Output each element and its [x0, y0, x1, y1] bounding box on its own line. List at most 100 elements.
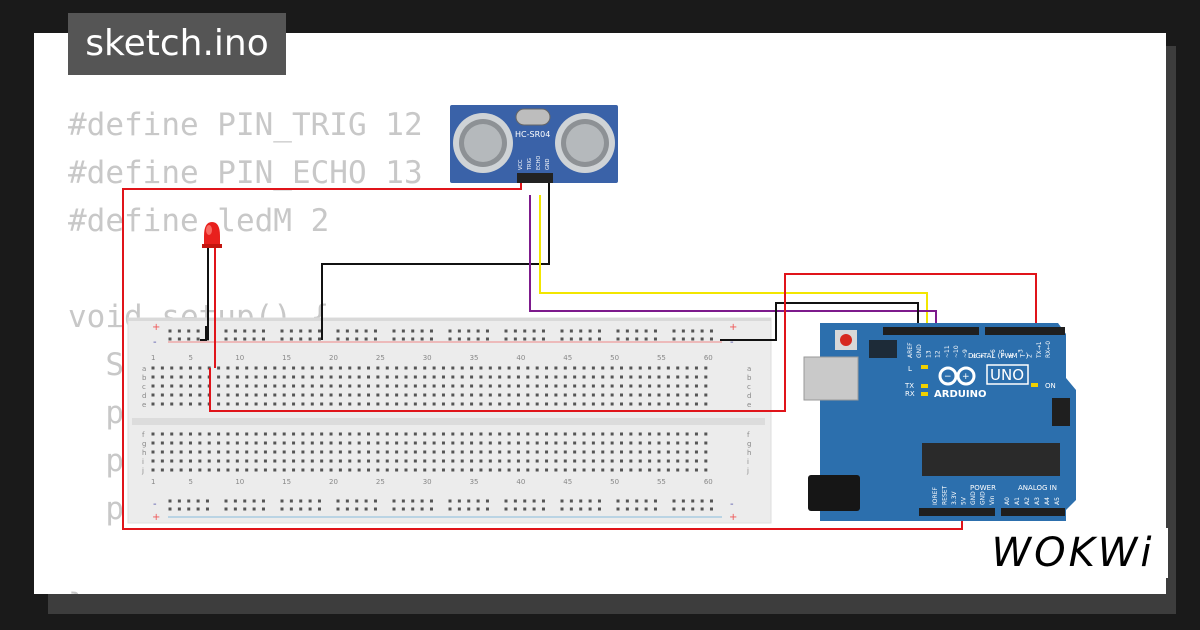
- breadboard-hole[interactable]: [526, 432, 530, 436]
- breadboard-hole[interactable]: [657, 384, 661, 388]
- breadboard-hole[interactable]: [282, 450, 286, 454]
- breadboard-hole[interactable]: [507, 432, 511, 436]
- rail-hole[interactable]: [541, 507, 545, 511]
- breadboard-hole[interactable]: [648, 375, 652, 379]
- breadboard-hole[interactable]: [451, 384, 455, 388]
- breadboard-hole[interactable]: [526, 441, 530, 445]
- breadboard-hole[interactable]: [207, 459, 211, 463]
- breadboard-hole[interactable]: [301, 468, 305, 472]
- breadboard-hole[interactable]: [376, 384, 380, 388]
- breadboard-hole[interactable]: [507, 384, 511, 388]
- breadboard-hole[interactable]: [179, 402, 183, 406]
- breadboard-hole[interactable]: [329, 450, 333, 454]
- breadboard-hole[interactable]: [488, 366, 492, 370]
- breadboard-hole[interactable]: [676, 402, 680, 406]
- rail-hole[interactable]: [205, 499, 209, 503]
- rail-hole[interactable]: [672, 507, 676, 511]
- breadboard-hole[interactable]: [301, 375, 305, 379]
- breadboard-hole[interactable]: [470, 468, 474, 472]
- breadboard-hole[interactable]: [423, 375, 427, 379]
- breadboard-hole[interactable]: [423, 432, 427, 436]
- rail-hole[interactable]: [597, 499, 601, 503]
- rail-hole[interactable]: [467, 337, 471, 341]
- breadboard-hole[interactable]: [273, 468, 277, 472]
- breadboard-hole[interactable]: [460, 384, 464, 388]
- rail-hole[interactable]: [476, 329, 480, 333]
- breadboard-hole[interactable]: [657, 393, 661, 397]
- breadboard-hole[interactable]: [263, 441, 267, 445]
- breadboard-hole[interactable]: [610, 468, 614, 472]
- rail-hole[interactable]: [401, 499, 405, 503]
- breadboard-hole[interactable]: [151, 432, 155, 436]
- breadboard-hole[interactable]: [226, 375, 230, 379]
- breadboard-hole[interactable]: [498, 450, 502, 454]
- breadboard-hole[interactable]: [601, 450, 605, 454]
- breadboard-hole[interactable]: [432, 402, 436, 406]
- rail-hole[interactable]: [392, 329, 396, 333]
- breadboard-hole[interactable]: [413, 468, 417, 472]
- rail-hole[interactable]: [233, 329, 237, 333]
- breadboard-hole[interactable]: [320, 402, 324, 406]
- breadboard-hole[interactable]: [217, 432, 221, 436]
- breadboard-hole[interactable]: [338, 441, 342, 445]
- rail-hole[interactable]: [336, 329, 340, 333]
- breadboard-hole[interactable]: [694, 402, 698, 406]
- breadboard-hole[interactable]: [666, 402, 670, 406]
- breadboard-hole[interactable]: [338, 450, 342, 454]
- breadboard-hole[interactable]: [648, 468, 652, 472]
- rail-hole[interactable]: [252, 507, 256, 511]
- breadboard-hole[interactable]: [188, 402, 192, 406]
- breadboard-hole[interactable]: [629, 393, 633, 397]
- rail-hole[interactable]: [373, 337, 377, 341]
- breadboard-hole[interactable]: [301, 393, 305, 397]
- breadboard-hole[interactable]: [273, 459, 277, 463]
- breadboard-hole[interactable]: [160, 402, 164, 406]
- breadboard-hole[interactable]: [601, 366, 605, 370]
- breadboard-hole[interactable]: [601, 468, 605, 472]
- breadboard-hole[interactable]: [479, 384, 483, 388]
- breadboard-hole[interactable]: [404, 402, 408, 406]
- breadboard-hole[interactable]: [610, 459, 614, 463]
- breadboard-hole[interactable]: [282, 375, 286, 379]
- breadboard-hole[interactable]: [535, 366, 539, 370]
- breadboard-hole[interactable]: [479, 468, 483, 472]
- rail-hole[interactable]: [261, 499, 265, 503]
- breadboard-hole[interactable]: [338, 366, 342, 370]
- rail-hole[interactable]: [644, 507, 648, 511]
- breadboard-hole[interactable]: [507, 450, 511, 454]
- breadboard-hole[interactable]: [413, 393, 417, 397]
- breadboard-hole[interactable]: [676, 450, 680, 454]
- breadboard-hole[interactable]: [413, 459, 417, 463]
- rail-hole[interactable]: [579, 329, 583, 333]
- breadboard-hole[interactable]: [629, 468, 633, 472]
- rail-hole[interactable]: [625, 337, 629, 341]
- breadboard-hole[interactable]: [470, 402, 474, 406]
- breadboard-hole[interactable]: [395, 402, 399, 406]
- rail-hole[interactable]: [653, 507, 657, 511]
- breadboard-hole[interactable]: [404, 441, 408, 445]
- rail-hole[interactable]: [168, 337, 172, 341]
- breadboard-hole[interactable]: [301, 450, 305, 454]
- breadboard-hole[interactable]: [460, 375, 464, 379]
- rail-hole[interactable]: [261, 329, 265, 333]
- breadboard-hole[interactable]: [554, 432, 558, 436]
- breadboard-hole[interactable]: [460, 450, 464, 454]
- rail-hole[interactable]: [187, 507, 191, 511]
- breadboard-hole[interactable]: [413, 441, 417, 445]
- breadboard-hole[interactable]: [198, 468, 202, 472]
- breadboard-hole[interactable]: [545, 393, 549, 397]
- rail-hole[interactable]: [336, 507, 340, 511]
- breadboard-hole[interactable]: [254, 375, 258, 379]
- breadboard-hole[interactable]: [245, 393, 249, 397]
- breadboard-hole[interactable]: [470, 375, 474, 379]
- breadboard-hole[interactable]: [694, 384, 698, 388]
- breadboard-hole[interactable]: [320, 459, 324, 463]
- breadboard-hole[interactable]: [282, 393, 286, 397]
- breadboard-hole[interactable]: [367, 432, 371, 436]
- rail-hole[interactable]: [532, 329, 536, 333]
- rail-hole[interactable]: [299, 337, 303, 341]
- breadboard-hole[interactable]: [498, 432, 502, 436]
- breadboard-hole[interactable]: [301, 384, 305, 388]
- rail-hole[interactable]: [345, 337, 349, 341]
- breadboard-hole[interactable]: [704, 402, 708, 406]
